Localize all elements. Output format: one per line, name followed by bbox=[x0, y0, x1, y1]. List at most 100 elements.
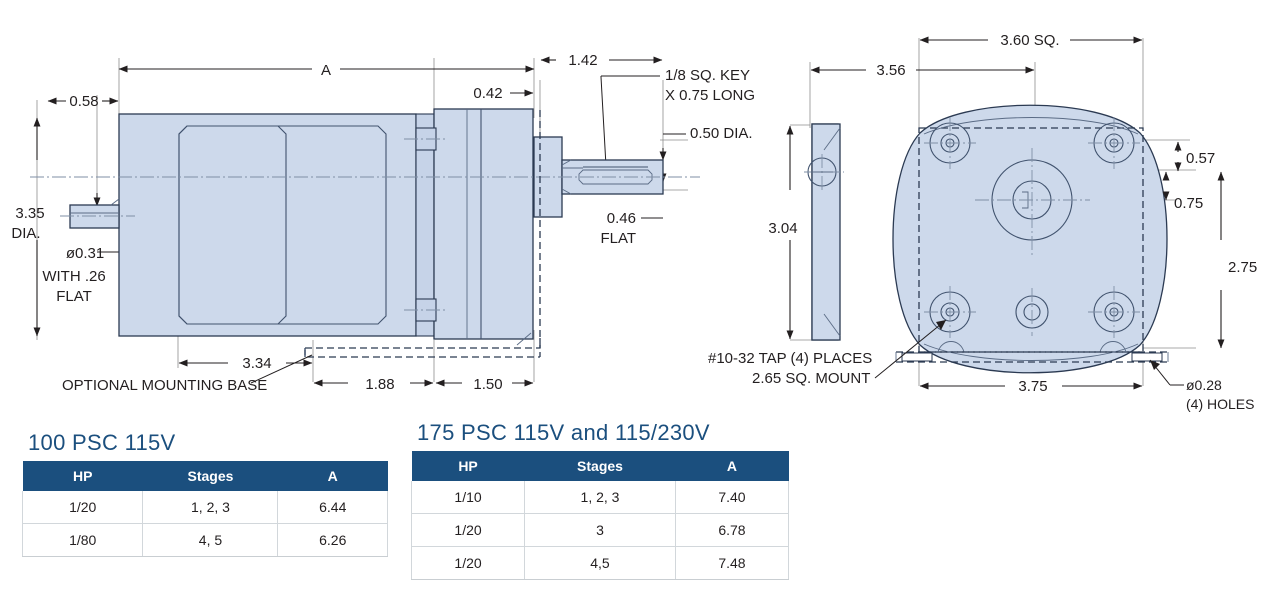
table-row: 1/20 1, 2, 3 6.44 bbox=[21, 491, 388, 524]
cell-a: 7.40 bbox=[675, 481, 790, 514]
gearbox-face bbox=[892, 104, 1168, 374]
input-shaft-dia-label: ø0.31 bbox=[66, 245, 104, 262]
dimension-2-75-label: 2.75 bbox=[1228, 259, 1257, 276]
motor-housing bbox=[30, 108, 700, 340]
dimension-0-42: 0.42 bbox=[473, 85, 534, 102]
corner-boss-bottom-right bbox=[1088, 286, 1140, 338]
tap-note: #10-32 TAP (4) PLACES bbox=[708, 350, 872, 367]
dimension-1-42: 1.42 bbox=[540, 52, 663, 69]
dimension-A-label: A bbox=[321, 62, 331, 79]
spec-table-175-psc-title: 175 PSC 115V and 115/230V bbox=[417, 420, 710, 445]
mount-note: 2.65 SQ. MOUNT bbox=[752, 370, 870, 387]
column-header-a: A bbox=[277, 461, 388, 491]
table-row: 1/80 4, 5 6.26 bbox=[21, 523, 388, 557]
spec-tables-layer: 100 PSC 115V HP Stages A 1/20 1, 2, 3 6.… bbox=[0, 420, 1280, 602]
cell-a: 7.48 bbox=[675, 546, 790, 580]
cell-a: 6.44 bbox=[277, 491, 388, 524]
table-row: 1/20 4,5 7.48 bbox=[410, 546, 790, 580]
dimension-1-50: 1.50 bbox=[435, 376, 534, 393]
dimension-0-50-dia-label: 0.50 DIA. bbox=[690, 125, 753, 142]
dimension-0-75: 0.75 bbox=[1162, 171, 1203, 212]
corner-boss-bottom-left bbox=[924, 286, 976, 338]
input-shaft-callout: ø0.31 WITH .26 FLAT bbox=[42, 193, 119, 305]
dimension-1-88-label: 1.88 bbox=[365, 376, 394, 393]
cell-stages: 1, 2, 3 bbox=[524, 481, 676, 514]
tap-callout: #10-32 TAP (4) PLACES 2.65 SQ. MOUNT bbox=[708, 319, 947, 387]
mounting-base-callout: OPTIONAL MOUNTING BASE bbox=[62, 354, 313, 394]
cell-stages: 3 bbox=[524, 513, 676, 547]
mounting-base-note: OPTIONAL MOUNTING BASE bbox=[62, 377, 267, 394]
mounting-bracket bbox=[804, 123, 844, 341]
column-header-stages: Stages bbox=[142, 461, 278, 491]
dimension-0-42-label: 0.42 bbox=[473, 85, 502, 102]
table-header-row: HP Stages A bbox=[411, 451, 789, 481]
dimension-0-75-label: 0.75 bbox=[1174, 195, 1203, 212]
dimension-3-56: 3.56 bbox=[810, 62, 1035, 79]
engineering-drawing-canvas: A 0.58 0.42 1.42 bbox=[11, 32, 1257, 412]
dimension-0-58-label: 0.58 bbox=[69, 93, 98, 110]
dimension-3-04: 3.04 bbox=[768, 125, 798, 340]
dimension-1-50-label: 1.50 bbox=[473, 376, 502, 393]
corner-boss-top-right bbox=[1088, 117, 1140, 169]
hole-callout: ø0.28 (4) HOLES bbox=[1149, 359, 1254, 412]
dimension-3-35-dia-label: DIA. bbox=[11, 225, 40, 242]
cell-stages: 4, 5 bbox=[142, 523, 279, 557]
column-header-hp: HP bbox=[411, 451, 525, 481]
dimension-0-46-flat: 0.46 FLAT bbox=[600, 210, 663, 247]
dimension-1-88: 1.88 bbox=[313, 376, 434, 393]
front-view-group: 3.60 SQ. 3.56 3.04 bbox=[708, 32, 1257, 412]
cell-hp: 1/80 bbox=[21, 523, 144, 557]
output-shaft-face bbox=[975, 148, 1090, 256]
column-header-hp: HP bbox=[22, 461, 143, 491]
dimension-3-75-label: 3.75 bbox=[1018, 378, 1047, 395]
column-header-stages: Stages bbox=[524, 451, 676, 481]
spec-table-175-psc: HP Stages A 1/10 1, 2, 3 7.40 1/20 3 6.7… bbox=[410, 451, 790, 580]
table-row: 1/20 3 6.78 bbox=[410, 513, 790, 547]
dimension-A: A bbox=[118, 62, 535, 79]
dimension-0-50-dia: 0.50 DIA. bbox=[659, 125, 753, 183]
bottom-center-boss bbox=[1015, 288, 1049, 336]
column-header-a: A bbox=[675, 451, 789, 481]
spec-table-100-psc: HP Stages A 1/20 1, 2, 3 6.44 1/80 4, 5 … bbox=[21, 461, 388, 557]
dimension-0-46-label: 0.46 bbox=[607, 210, 636, 227]
dimension-0-46-flat-label: FLAT bbox=[600, 230, 636, 247]
dimension-3-75: 3.75 bbox=[919, 378, 1143, 395]
dimension-0-57-label: 0.57 bbox=[1186, 150, 1215, 167]
spec-table-175-psc-block: 175 PSC 115V and 115/230V HP Stages A 1/… bbox=[410, 420, 790, 580]
dimension-3-56-label: 3.56 bbox=[876, 62, 905, 79]
table-header-row: HP Stages A bbox=[22, 461, 388, 491]
dimension-3-60-sq: 3.60 SQ. bbox=[919, 32, 1143, 49]
key-callout: 1/8 SQ. KEY X 0.75 LONG bbox=[600, 67, 755, 167]
dimension-3-35-dia: 3.35 DIA. bbox=[11, 117, 45, 337]
dimension-3-35-label: 3.35 bbox=[15, 205, 44, 222]
cell-stages: 4,5 bbox=[524, 546, 676, 580]
hole-dia-label: ø0.28 bbox=[1186, 377, 1222, 393]
cell-hp: 1/20 bbox=[21, 491, 144, 524]
dimension-1-42-label: 1.42 bbox=[568, 52, 597, 69]
table-row: 1/10 1, 2, 3 7.40 bbox=[410, 481, 790, 514]
dimension-0-57: 0.57 bbox=[1174, 141, 1215, 172]
side-view-group: A 0.58 0.42 1.42 bbox=[11, 52, 755, 394]
cell-a: 6.26 bbox=[277, 523, 388, 557]
dimension-2-75: 2.75 bbox=[1217, 171, 1257, 349]
key-note-line2: X 0.75 LONG bbox=[665, 87, 755, 104]
dimension-3-34-label: 3.34 bbox=[242, 355, 271, 372]
spec-table-100-psc-title: 100 PSC 115V bbox=[28, 430, 176, 455]
spec-table-100-psc-block: 100 PSC 115V HP Stages A 1/20 1, 2, 3 6.… bbox=[21, 430, 388, 557]
cell-hp: 1/20 bbox=[410, 513, 526, 547]
dimension-3-60-sq-label: 3.60 SQ. bbox=[1000, 32, 1059, 49]
input-shaft-flat-label-2: FLAT bbox=[56, 288, 92, 305]
input-shaft-flat-label-1: WITH .26 bbox=[42, 268, 105, 285]
key-note-line1: 1/8 SQ. KEY bbox=[665, 67, 750, 84]
corner-boss-top-left bbox=[924, 117, 976, 169]
dimension-3-04-label: 3.04 bbox=[768, 220, 797, 237]
hole-count-label: (4) HOLES bbox=[1186, 396, 1254, 412]
optional-mounting-base bbox=[304, 110, 541, 358]
cell-hp: 1/20 bbox=[410, 546, 526, 580]
cell-hp: 1/10 bbox=[410, 481, 526, 514]
cell-a: 6.78 bbox=[675, 513, 790, 547]
dimension-0-58: 0.58 bbox=[47, 93, 119, 110]
dimension-3-34: 3.34 bbox=[178, 355, 313, 372]
cell-stages: 1, 2, 3 bbox=[142, 491, 279, 524]
